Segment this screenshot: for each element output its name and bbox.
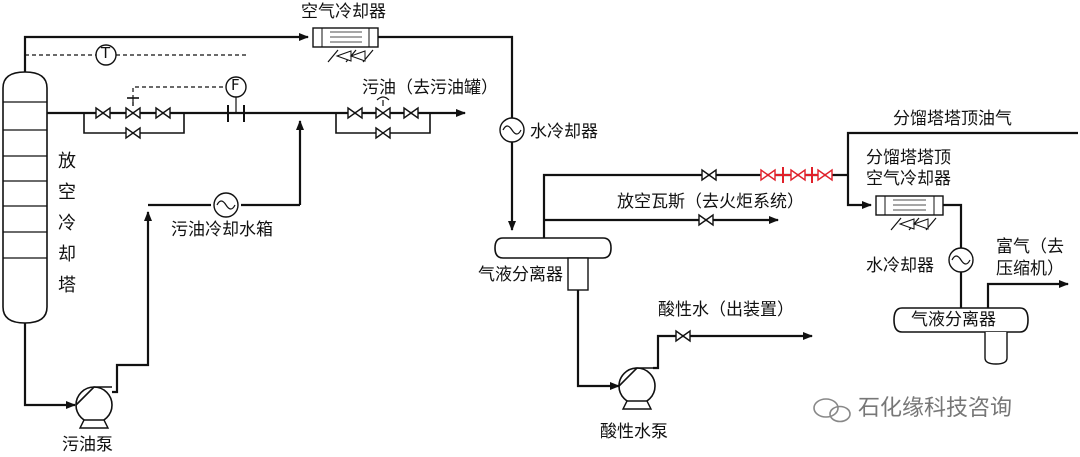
tower-bottom-line [23,323,76,409]
separator-2-label: 气液分离器 [911,310,996,330]
highlighted-valve-group [760,167,833,183]
wechat-logo-icon [813,398,851,423]
water-cooler-2 [948,247,974,273]
separator-1-gas-line [542,173,825,238]
water-cooler-1 [499,117,525,143]
column-air-cooler-label: 分馏塔塔顶 空气冷却器 [866,148,951,189]
separator-1-water-line [576,290,620,390]
gas-liquid-separator-2 [893,307,1029,365]
pump-discharge-line [112,211,152,394]
instrument-t-label: T [101,44,111,62]
dirty-oil-to-tank-label: 污油（去污油罐） [362,78,498,98]
watermark: 石化缘科技咨询 [858,396,1013,421]
sour-water-pump-label: 酸性水泵 [600,422,668,442]
rich-gas-line [986,280,1069,308]
sour-water-out-line [653,332,813,370]
tower-top-line [23,33,309,72]
column-top-gas-line [846,131,1078,209]
tower-label: 放空冷却塔 [58,151,76,296]
dirty-oil-pump [75,386,113,429]
flow-indicator [225,76,247,98]
air-cooler-outlet-line [378,35,514,118]
dirty-oil-pump-label: 污油泵 [62,435,113,455]
instrument-signal-lines [25,54,248,106]
sour-water-pump [618,367,656,410]
column-air-cooler [875,195,944,231]
column-top-gas-label: 分馏塔塔顶油气 [893,109,1012,129]
rich-gas-label: 富气（去 压缩机） [996,237,1064,279]
air-cooler [312,27,379,63]
dirty-oil-cooler-box-label: 污油冷却水箱 [171,220,273,240]
sour-water-out-label: 酸性水（出装置） [658,300,794,320]
water-cooler-1-label: 水冷却器 [530,122,598,142]
gas-liquid-separator-1 [494,237,612,291]
separator-1-label: 气液分离器 [478,265,563,285]
column-air-cooler-outlet [943,203,963,248]
water-cooler-2-label: 水冷却器 [866,256,934,276]
dirty-oil-cooler-box [213,192,239,218]
vent-gas-label: 放空瓦斯（去火炬系统） [617,192,804,212]
temperature-indicator [95,44,117,66]
tower-trays [3,101,47,259]
air-cooler-label: 空气冷却器 [301,2,386,22]
instrument-f-label: F [231,76,240,94]
cooling-tower [2,71,48,324]
